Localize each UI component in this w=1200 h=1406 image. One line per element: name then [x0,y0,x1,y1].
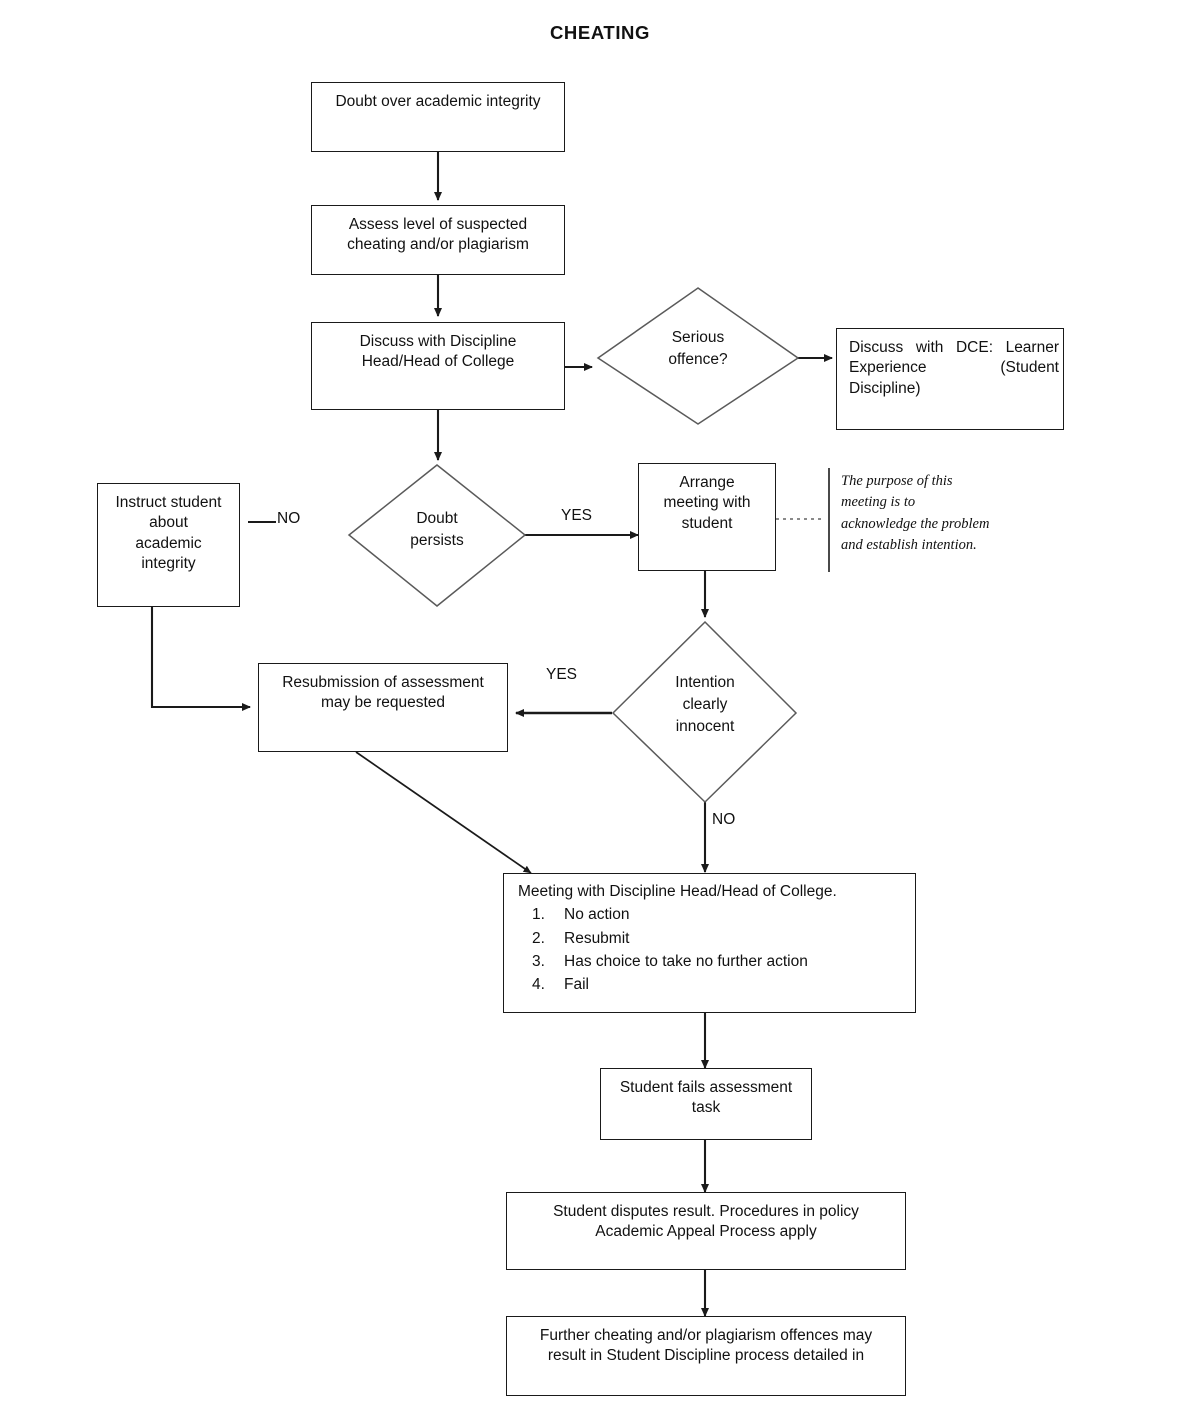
node-further-cheating[interactable]: Further cheating and/or plagiarism offen… [506,1316,906,1396]
diamond-intention-innocent [611,620,798,804]
edge-label-intention-yes: YES [546,666,578,683]
node-label: Resubmission of assessment may be reques… [282,674,484,712]
edge-label-doubt-yes: YES [561,507,593,524]
list-item: 1. No action [518,903,915,926]
page-title: CHEATING [549,22,651,43]
node-label: Further cheating and/or plagiarism offen… [539,1327,873,1365]
node-resubmission[interactable]: Resubmission of assessment may be reques… [258,663,508,752]
list-item-label: Fail [564,976,589,994]
node-label: Doubt over academic integrity [335,93,541,110]
annotation-note: The purpose of this meeting is to acknow… [841,473,990,554]
list-item-number: 3. [532,952,545,970]
list-item-number: 1. [532,906,545,924]
node-label: Arrange meeting with student [663,474,751,532]
diamond-label-intention-innocent[interactable]: Intention clearly innocent [675,674,735,735]
node-arrange-meeting[interactable]: Arrange meeting with student [638,463,776,571]
list-item: 2. Resubmit [518,927,915,950]
list-item-number: 4. [532,976,545,994]
list-item-label: No action [564,906,630,924]
diamond-label-doubt-persists[interactable]: Doubt persists [410,510,464,549]
list-item: 3. Has choice to take no further action [518,950,915,973]
edge-label-doubt-no: NO [277,510,301,527]
node-label: Student fails assessment task [619,1079,793,1117]
list-item-label: Has choice to take no further action [564,952,808,970]
diamond-serious-offence [596,287,800,425]
meeting-heading: Meeting with Discipline Head/Head of Col… [518,883,837,900]
node-assess-level[interactable]: Assess level of suspected cheating and/o… [311,205,565,275]
edge-label-intention-no: NO [712,811,736,828]
node-label: Discuss with Discipline Head/Head of Col… [359,333,517,371]
meeting-options-list: Meeting with Discipline Head/Head of Col… [504,874,915,996]
node-discuss-dce[interactable]: Discuss with DCE: Learner Experience (St… [836,328,1064,430]
node-label: Student disputes result. Procedures in p… [553,1203,859,1241]
edge-instruct-to-resubmission [150,607,251,711]
node-doubt-over-academic-integrity[interactable]: Doubt over academic integrity [311,82,565,152]
node-student-disputes[interactable]: Student disputes result. Procedures in p… [506,1192,906,1270]
node-label: Discuss with DCE: Learner Experience (St… [849,339,1059,397]
node-label: Assess level of suspected cheating and/o… [347,216,529,254]
diamond-label-serious-offence[interactable]: Serious offence? [668,329,728,368]
list-item-number: 2. [532,929,545,947]
node-meeting-with-head[interactable]: Meeting with Discipline Head/Head of Col… [503,873,916,1013]
list-item-label: Resubmit [564,929,630,947]
meeting-options: 1. No action 2. Resubmit 3. Has choice t… [518,903,915,996]
list-item: 4. Fail [518,973,915,996]
edge-resubmission-to-meeting [355,751,532,874]
note-vertical-rule [828,468,830,572]
node-student-fails[interactable]: Student fails assessment task [600,1068,812,1140]
node-instruct-student[interactable]: Instruct student about academic integrit… [97,483,240,607]
node-discuss-discipline-head[interactable]: Discuss with Discipline Head/Head of Col… [311,322,565,410]
diamond-doubt-persists [347,464,527,607]
node-label: Instruct student about academic integrit… [115,494,222,573]
